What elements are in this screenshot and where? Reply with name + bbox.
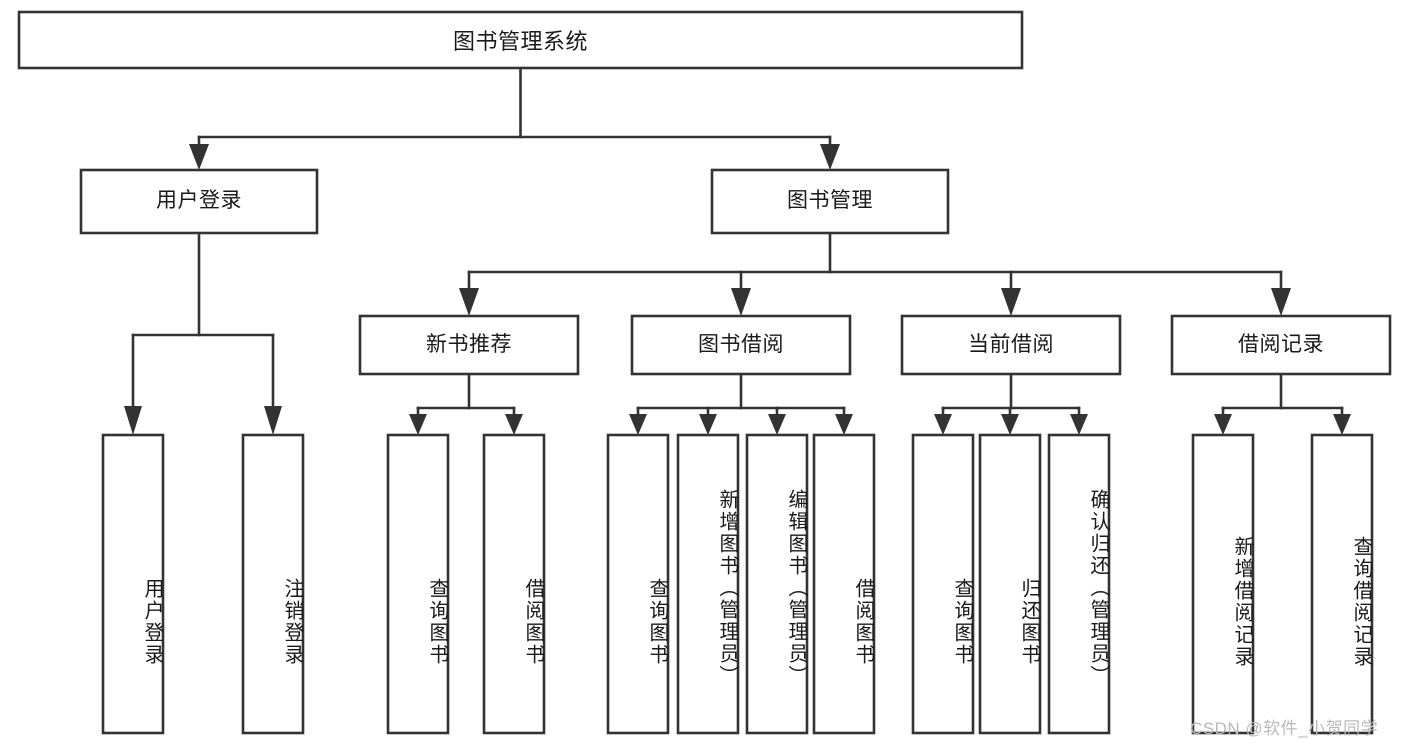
- arrow-to-leaf-confirm-return: [1070, 414, 1088, 435]
- connector-group-borrowrecord-to-leaves: [1214, 372, 1351, 435]
- node-box-new-book-recommend[interactable]: [358, 314, 580, 376]
- connector-group-bookborrow-to-leaves: [629, 372, 853, 435]
- arrow-to-borrow-record: [1271, 288, 1291, 316]
- arrow-to-leaf-query-record: [1333, 414, 1351, 435]
- node-box-leaf-query-record[interactable]: [1310, 433, 1374, 735]
- node-box-leaf-return-book[interactable]: [978, 433, 1042, 735]
- node-box-leaf-query-book-2[interactable]: [606, 433, 670, 735]
- arrow-to-leaf-borrow-book-1: [505, 414, 523, 435]
- arrow-to-leaf-query-book-2: [629, 414, 647, 435]
- node-box-leaf-borrow-book-1[interactable]: [482, 433, 546, 735]
- arrow-to-current-borrow: [1001, 288, 1021, 316]
- arrow-to-leaf-user-login: [124, 406, 142, 435]
- connector-group-newbook-to-leaves: [409, 372, 523, 435]
- node-box-leaf-query-book-3[interactable]: [911, 433, 975, 735]
- arrow-to-leaf-add-record: [1214, 414, 1232, 435]
- arrow-to-leaf-add-book: [699, 414, 717, 435]
- arrow-to-leaf-logout: [264, 406, 282, 435]
- arrow-to-new-book-rec: [459, 288, 479, 316]
- arrow-to-leaf-borrow-book-2: [835, 414, 853, 435]
- node-box-leaf-confirm-return[interactable]: [1047, 433, 1111, 735]
- arrow-to-leaf-query-book-1: [409, 414, 427, 435]
- connector-group-currentborrow-to-leaves: [934, 372, 1088, 435]
- node-box-leaf-query-book-1[interactable]: [386, 433, 450, 735]
- node-box-borrow-record[interactable]: [1170, 314, 1392, 376]
- arrow-to-leaf-query-book-3: [934, 414, 952, 435]
- arrow-to-book-borrow: [731, 288, 751, 316]
- node-box-leaf-edit-book[interactable]: [745, 433, 809, 735]
- node-box-leaf-borrow-book-2[interactable]: [812, 433, 876, 735]
- node-box-current-borrow[interactable]: [900, 314, 1122, 376]
- node-box-leaf-add-record[interactable]: [1191, 433, 1255, 735]
- node-box-leaf-add-book[interactable]: [676, 433, 740, 735]
- arrow-to-leaf-edit-book: [768, 414, 786, 435]
- connector-group-bookmgmt-to-level3: [459, 231, 1291, 316]
- node-box-leaf-logout[interactable]: [241, 433, 305, 735]
- node-box-user-login[interactable]: [79, 168, 319, 235]
- node-box-root[interactable]: [17, 10, 1024, 70]
- node-box-book-management[interactable]: [710, 168, 950, 235]
- node-box-book-borrow[interactable]: [630, 314, 852, 376]
- arrow-to-user-login: [189, 144, 209, 170]
- arrow-to-book-management: [820, 144, 840, 170]
- connector-group-userlogin-to-leaves: [124, 231, 282, 435]
- connector-group-root-to-level2: [189, 66, 840, 170]
- arrow-to-leaf-return-book: [1001, 414, 1019, 435]
- node-box-leaf-user-login[interactable]: [101, 433, 165, 735]
